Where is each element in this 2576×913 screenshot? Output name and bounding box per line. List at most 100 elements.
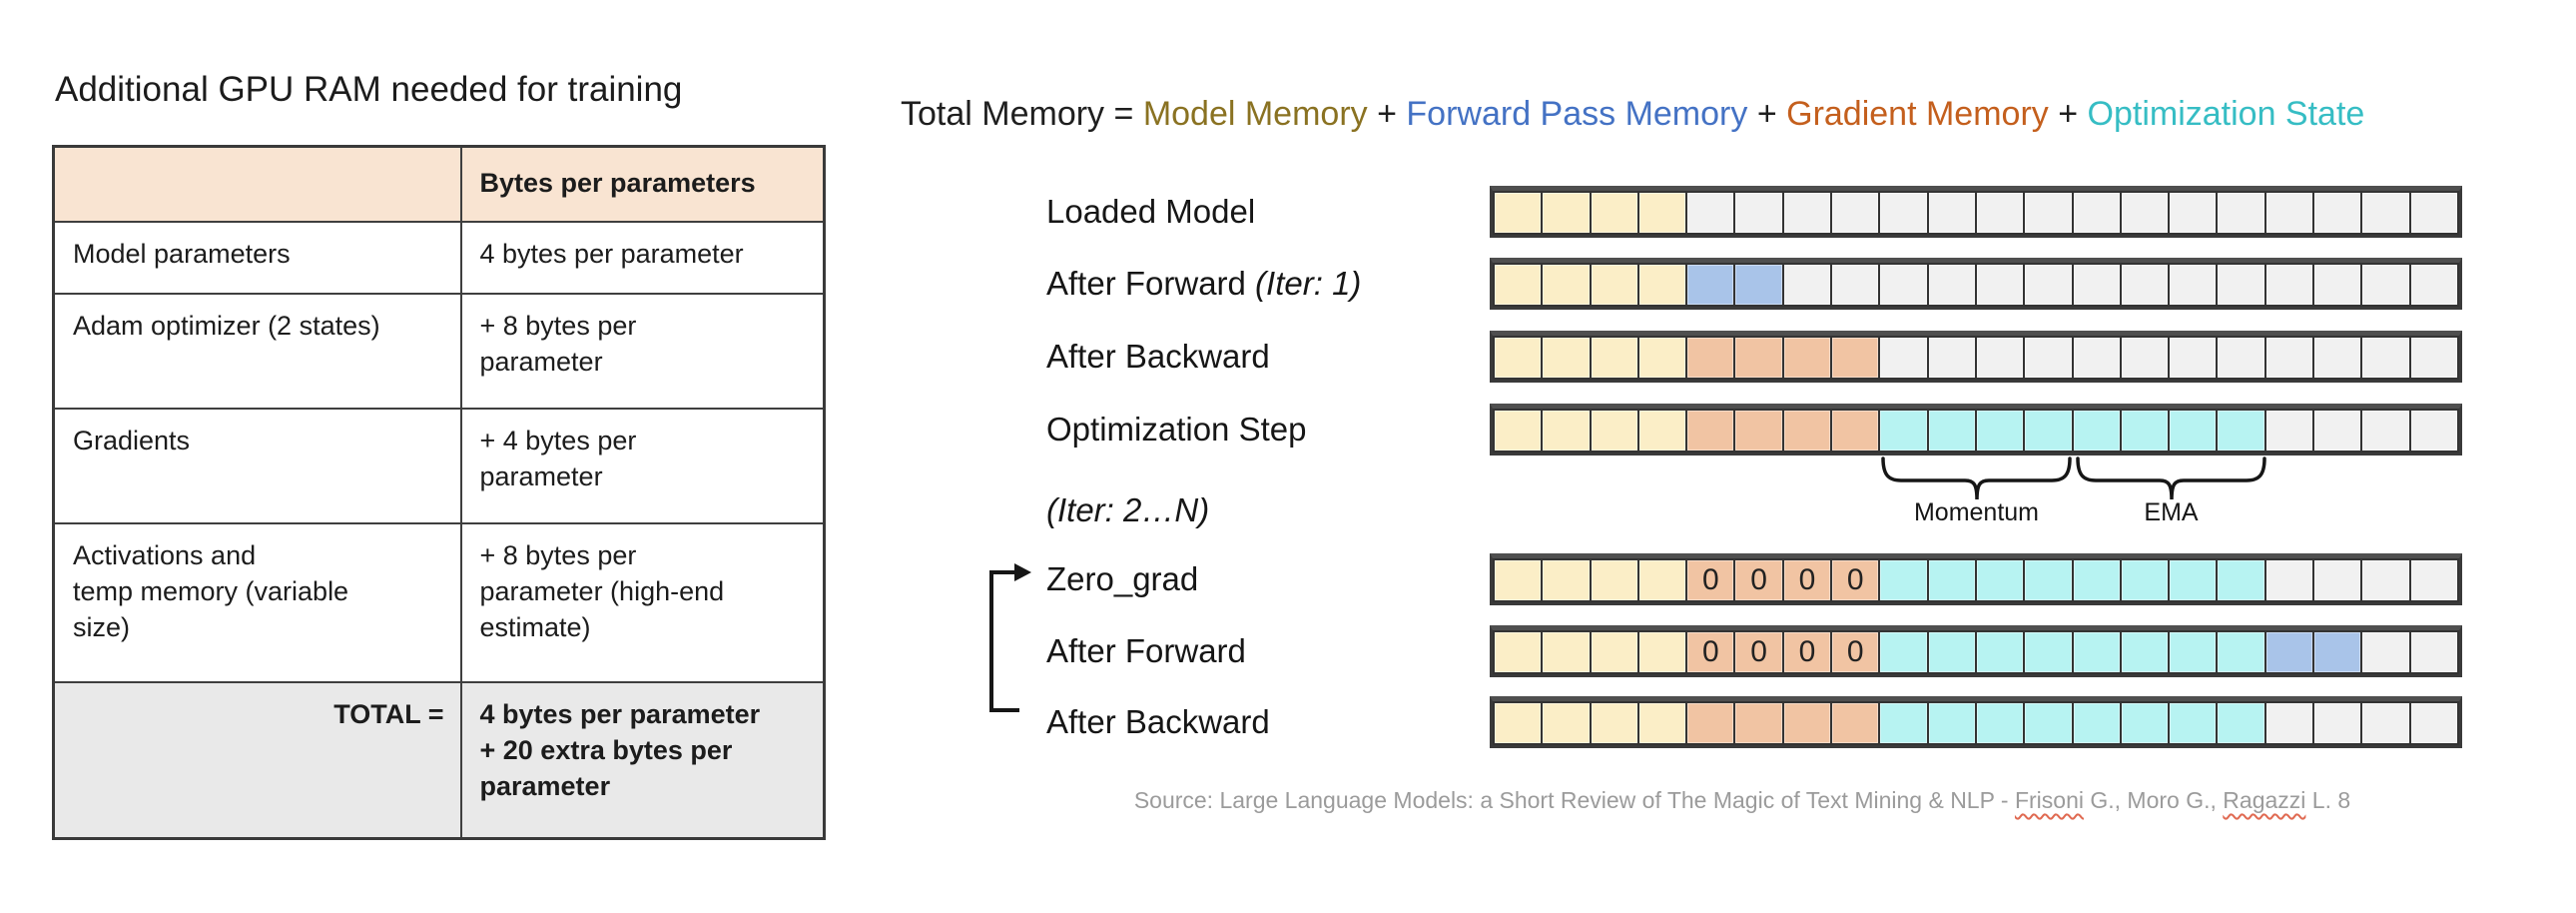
memory-cell-optimizer: [2023, 409, 2074, 453]
memory-cell-optimizer: [1974, 558, 2026, 602]
source-line: Source: Large Language Models: a Short R…: [1038, 787, 2446, 814]
memory-cell-free: [2216, 191, 2266, 235]
memory-cell-optimizer: [2216, 701, 2266, 745]
memory-cell-model: [1541, 701, 1592, 745]
memory-cell-model: [1541, 558, 1592, 602]
memory-cell-free: [2408, 336, 2459, 380]
source-text: L. 8: [2305, 787, 2351, 813]
memory-cell-free: [1830, 191, 1881, 235]
memory-cell-model: [1493, 409, 1544, 453]
bar-label-text: After Forward: [1046, 632, 1246, 669]
memory-cell-gradient: [1781, 409, 1833, 453]
table-header-bytes-cell: Bytes per parameters: [459, 145, 826, 223]
bar-label-text: Optimization Step: [1046, 411, 1307, 448]
memory-cell-model: [1541, 263, 1592, 307]
memory-cell-optimizer: [2071, 630, 2122, 674]
formula-part: Forward Pass Memory: [1406, 95, 1748, 133]
memory-cell-model: [1636, 336, 1688, 380]
memory-cell-free: [1830, 263, 1881, 307]
memory-cell-free: [2408, 701, 2459, 745]
memory-cell-optimizer: [1878, 701, 1929, 745]
formula-part: +: [1747, 95, 1787, 133]
memory-bar: [1490, 186, 2462, 238]
memory-cell-free: [2360, 336, 2411, 380]
formula-part: +: [1367, 95, 1407, 133]
memory-bar: [1490, 258, 2462, 310]
memory-cell-free: [2119, 191, 2171, 235]
memory-cell-optimizer: [1974, 409, 2026, 453]
loop-arrow-head-icon: [1014, 563, 1031, 581]
bar-label-text: Loaded Model: [1046, 193, 1256, 230]
memory-cell-model: [1541, 630, 1592, 674]
memory-cell-free: [2071, 336, 2122, 380]
table-row-value: 4 bytes per parameter: [459, 220, 826, 295]
memory-cell-model: [1636, 409, 1688, 453]
memory-cell-model: [1589, 263, 1639, 307]
memory-cell-free: [2312, 409, 2363, 453]
memory-cell-free: [1685, 191, 1736, 235]
formula-part: Gradient Memory: [1786, 95, 2049, 133]
memory-cell-optimizer: [2023, 630, 2074, 674]
table-row: Adam optimizer (2 states)+ 8 bytes per p…: [52, 292, 826, 410]
memory-cell-optimizer: [1926, 701, 1977, 745]
memory-cell-model: [1493, 701, 1544, 745]
memory-cell-optimizer: [1926, 558, 1977, 602]
memory-cell-optimizer: [1878, 630, 1929, 674]
memory-cell-free: [1926, 336, 1977, 380]
bar-label-text: Zero_grad: [1046, 560, 1199, 597]
memory-cell-model: [1636, 558, 1688, 602]
memory-cell-free: [2360, 263, 2411, 307]
memory-cell-free: [1974, 336, 2026, 380]
memory-cell-model: [1589, 336, 1639, 380]
memory-cell-free: [2312, 263, 2363, 307]
table-row-value: + 8 bytes per parameter (high-end estima…: [459, 521, 826, 683]
table-header-row: Bytes per parameters: [52, 145, 826, 223]
memory-cell-free: [1878, 336, 1929, 380]
memory-cell-forward: [2263, 630, 2315, 674]
memory-cell-gradient: 0: [1781, 630, 1833, 674]
memory-cell-gradient: [1733, 409, 1784, 453]
momentum-brace-icon: [1881, 456, 2072, 500]
memory-cell-model: [1636, 191, 1688, 235]
memory-cell-free: [2263, 558, 2315, 602]
table-row: Gradients+ 4 bytes per parameter: [52, 407, 826, 524]
memory-cell-free: [2216, 336, 2266, 380]
memory-cell-gradient: [1781, 336, 1833, 380]
memory-cell-optimizer: [2023, 558, 2074, 602]
memory-cell-optimizer: [2071, 409, 2122, 453]
memory-cell-free: [2360, 191, 2411, 235]
memory-formula: Total Memory = Model Memory + Forward Pa…: [901, 95, 2364, 134]
memory-cell-free: [2408, 263, 2459, 307]
memory-cell-gradient: [1685, 409, 1736, 453]
memory-cell-gradient: [1830, 701, 1881, 745]
memory-cell-optimizer: [2168, 701, 2219, 745]
memory-cell-free: [1781, 263, 1833, 307]
memory-cell-optimizer: [2071, 701, 2122, 745]
memory-cell-free: [2071, 191, 2122, 235]
memory-cell-free: [2168, 263, 2219, 307]
memory-cell-gradient: [1781, 701, 1833, 745]
memory-cell-model: [1541, 409, 1592, 453]
memory-cell-optimizer: [2216, 558, 2266, 602]
total-label-cell: TOTAL =: [52, 680, 462, 840]
memory-cell-free: [2263, 701, 2315, 745]
memory-cell-optimizer: [1878, 558, 1929, 602]
bar-label-text: After Forward: [1046, 265, 1246, 302]
memory-cell-model: [1636, 263, 1688, 307]
memory-cell-model: [1636, 630, 1688, 674]
table-row-label: Adam optimizer (2 states): [52, 292, 462, 410]
iter-2n-label: (Iter: 2…N): [1046, 491, 1210, 528]
memory-cell-optimizer: [2168, 630, 2219, 674]
memory-cell-free: [2263, 336, 2315, 380]
table-total-row: TOTAL = 4 bytes per parameter + 20 extra…: [52, 680, 826, 840]
memory-cell-free: [2360, 630, 2411, 674]
memory-cell-forward: [2312, 630, 2363, 674]
memory-cell-optimizer: [2023, 701, 2074, 745]
memory-cell-free: [2408, 191, 2459, 235]
formula-part: +: [2048, 95, 2088, 133]
memory-cell-model: [1541, 336, 1592, 380]
memory-cell-optimizer: [1974, 701, 2026, 745]
memory-cell-free: [2168, 336, 2219, 380]
table-row-label: Gradients: [52, 407, 462, 524]
